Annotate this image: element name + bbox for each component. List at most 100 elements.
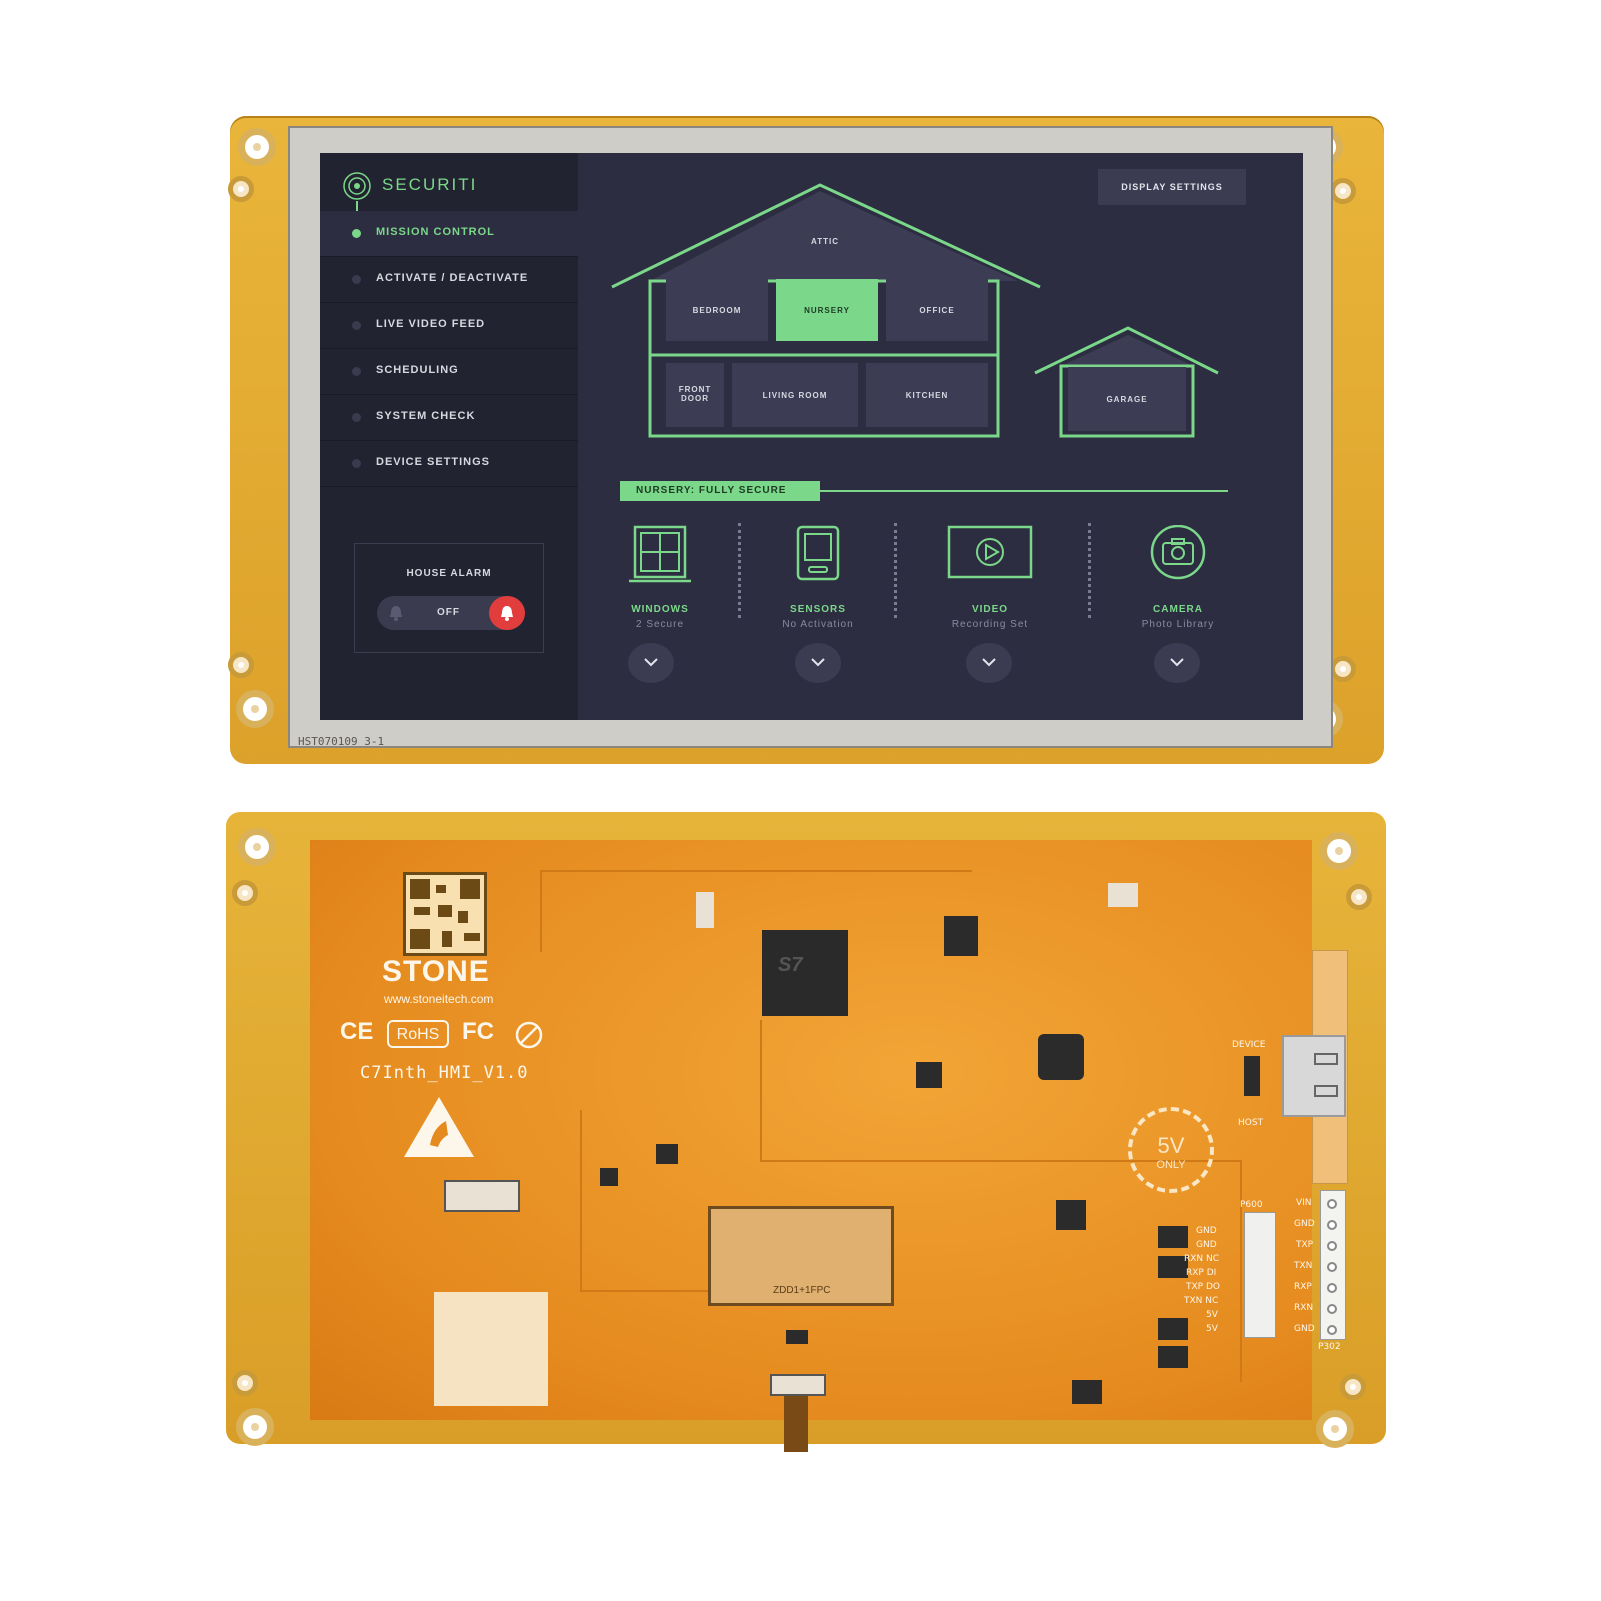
ic-chip <box>1158 1256 1188 1278</box>
pin-label: 5V <box>1206 1324 1218 1334</box>
ic-chip <box>1158 1226 1188 1248</box>
alarm-knob[interactable] <box>489 596 525 630</box>
room-nursery[interactable]: NURSERY <box>776 279 878 341</box>
pin-label: GND <box>1196 1240 1217 1250</box>
lcd-fpc-connector: ZDD1+1FPC <box>708 1206 894 1306</box>
room-living-room[interactable]: LIVING ROOM <box>732 363 858 427</box>
mount-hole <box>228 652 254 678</box>
camera-expand-button[interactable] <box>1154 643 1200 683</box>
pin-label: GND <box>1294 1324 1315 1334</box>
qr-cell <box>442 931 452 947</box>
qr-cell <box>464 933 480 941</box>
menu-dot <box>352 413 361 422</box>
stone-url: www.stoneitech.com <box>384 992 494 1006</box>
pin-label: TXN NC <box>1184 1296 1219 1306</box>
feature-name: VIDEO <box>971 604 1009 615</box>
alarm-state: OFF <box>437 607 460 618</box>
room-front-door[interactable]: FRONT DOOR <box>666 363 724 427</box>
usb-device-label: DEVICE <box>1232 1040 1266 1050</box>
qr-cell <box>460 879 480 899</box>
status-line <box>820 490 1228 492</box>
alarm-title: HOUSE ALARM <box>406 568 492 579</box>
menu-item-system-check[interactable]: SYSTEM CHECK <box>320 395 578 441</box>
crystal <box>696 892 714 928</box>
power-note: ONLY <box>1156 1159 1186 1171</box>
qr-cell <box>410 929 430 949</box>
qr-cell <box>438 905 452 917</box>
uart-connector <box>1244 1212 1276 1338</box>
menu-item-device-settings[interactable]: DEVICE SETTINGS <box>320 441 578 487</box>
divider <box>894 523 897 618</box>
mount-hole <box>1316 1410 1354 1448</box>
pin-hole <box>1327 1199 1337 1209</box>
chevron-down-icon <box>1170 658 1184 667</box>
display-settings-button[interactable]: DISPLAY SETTINGS <box>1098 169 1246 205</box>
alarm-toggle[interactable]: OFF <box>377 596 525 630</box>
signal-icon <box>343 172 371 200</box>
feature-windows[interactable]: WINDOWS 2 Secure <box>590 525 730 630</box>
divider <box>1088 523 1091 618</box>
ic-chip <box>1056 1200 1086 1230</box>
connector-small <box>1108 883 1138 907</box>
pin-hole <box>1327 1262 1337 1272</box>
ic-chip <box>1158 1346 1188 1368</box>
mount-hole <box>1330 178 1356 204</box>
chevron-down-icon <box>644 658 658 667</box>
menu-item-live-video-feed[interactable]: LIVE VIDEO FEED <box>320 303 578 349</box>
mount-hole <box>236 1408 274 1446</box>
mount-hole <box>236 690 274 728</box>
room-bedroom[interactable]: BEDROOM <box>666 279 768 341</box>
board-name: C7Inth_HMI_V1.0 <box>360 1063 529 1083</box>
qr-cell <box>414 907 430 915</box>
room-kitchen[interactable]: KITCHEN <box>866 363 988 427</box>
pin-label: TXN <box>1294 1261 1313 1271</box>
pin-label: VIN <box>1296 1198 1312 1208</box>
main-processor: S7 <box>762 930 848 1016</box>
chevron-down-icon <box>982 658 996 667</box>
dip-switch[interactable] <box>1244 1056 1260 1096</box>
house-map <box>611 183 1219 438</box>
mount-hole <box>1346 884 1372 910</box>
mount-hole <box>228 176 254 202</box>
ic-chip <box>916 1062 942 1088</box>
room-office[interactable]: OFFICE <box>886 279 988 341</box>
feature-camera[interactable]: CAMERA Photo Library <box>1108 524 1248 630</box>
menu-label: MISSION CONTROL <box>376 226 495 238</box>
pin-hole <box>1327 1220 1337 1230</box>
ic-chip <box>944 916 978 956</box>
chip-label: S7 <box>778 954 803 976</box>
room-garage[interactable]: GARAGE <box>1068 367 1186 431</box>
house-alarm-panel: HOUSE ALARM OFF <box>354 543 544 653</box>
mount-hole <box>238 128 276 166</box>
status-bar <box>620 481 820 501</box>
usb-host-label: HOST <box>1238 1118 1264 1128</box>
pin-header <box>1320 1190 1346 1340</box>
windows-expand-button[interactable] <box>628 643 674 683</box>
menu-label: DEVICE SETTINGS <box>376 456 491 468</box>
trace <box>540 870 972 952</box>
video-expand-button[interactable] <box>966 643 1012 683</box>
fpc-label: ZDD1+1FPC <box>773 1285 831 1296</box>
touch-flex-cable <box>784 1396 808 1452</box>
menu-item-scheduling[interactable]: SCHEDULING <box>320 349 578 395</box>
menu-item-mission-control[interactable]: MISSION CONTROL <box>320 211 578 257</box>
brand-title: SECURITI <box>382 175 478 194</box>
pin-label: GND <box>1294 1219 1315 1229</box>
sensors-expand-button[interactable] <box>795 643 841 683</box>
ic-chip <box>786 1330 808 1344</box>
ic-chip <box>656 1144 678 1164</box>
feature-video[interactable]: VIDEO Recording Set <box>920 525 1060 630</box>
room-attic[interactable]: ATTIC <box>811 236 839 246</box>
rohs-mark: RoHS <box>387 1020 449 1048</box>
menu-item-activate-deactivate[interactable]: ACTIVATE / DEACTIVATE <box>320 257 578 303</box>
feature-sensors[interactable]: SENSORS No Activation <box>748 525 888 630</box>
usb-slot <box>1314 1085 1338 1097</box>
garage-roof-line <box>1034 326 1219 375</box>
garage-wall <box>1059 364 1195 438</box>
touch-connector <box>770 1374 826 1396</box>
trace <box>760 1020 1022 1162</box>
pin-label: RXP DI <box>1186 1268 1217 1278</box>
menu-dot <box>352 321 361 330</box>
qr-code <box>403 872 487 956</box>
fc-mark: FC <box>462 1018 494 1045</box>
